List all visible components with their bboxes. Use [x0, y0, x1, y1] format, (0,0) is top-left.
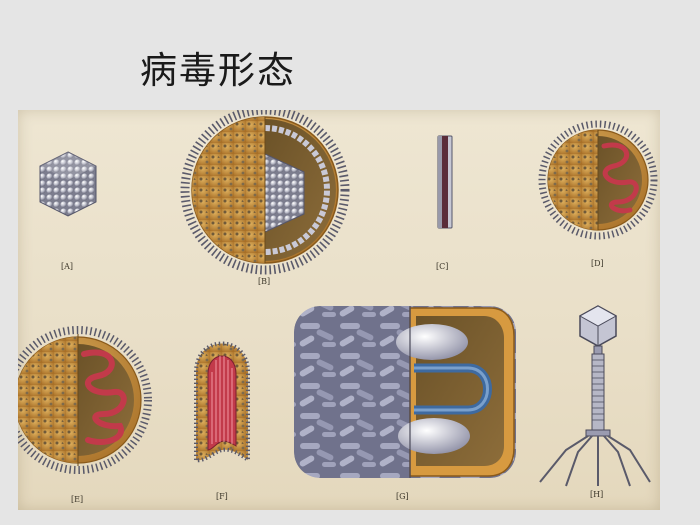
virus-a-icosahedron	[39, 151, 97, 217]
virus-illustration	[18, 110, 658, 487]
virus-g-brick	[294, 306, 516, 478]
label-e: [E]	[71, 495, 84, 504]
label-b: [B]	[258, 277, 271, 286]
virus-c-helical-rod	[437, 135, 453, 229]
virus-b-enveloped-icosahedral	[180, 110, 350, 275]
slide-title: 病毒形态	[140, 49, 296, 92]
label-c: [C]	[436, 262, 449, 271]
label-g: [G]	[396, 492, 409, 501]
label-f: [F]	[216, 492, 228, 501]
virus-f-bullet	[194, 341, 250, 464]
label-h: [H]	[590, 490, 604, 499]
virus-morphology-figure: [A] [B] [C] [D] [E] [F] [G] [H]	[18, 110, 660, 510]
label-a: [A]	[61, 262, 74, 271]
virus-h-bacteriophage	[539, 305, 651, 487]
virus-d-enveloped-helical	[538, 120, 658, 240]
virus-e-enveloped-helical	[18, 326, 152, 474]
label-d: [D]	[591, 259, 604, 268]
